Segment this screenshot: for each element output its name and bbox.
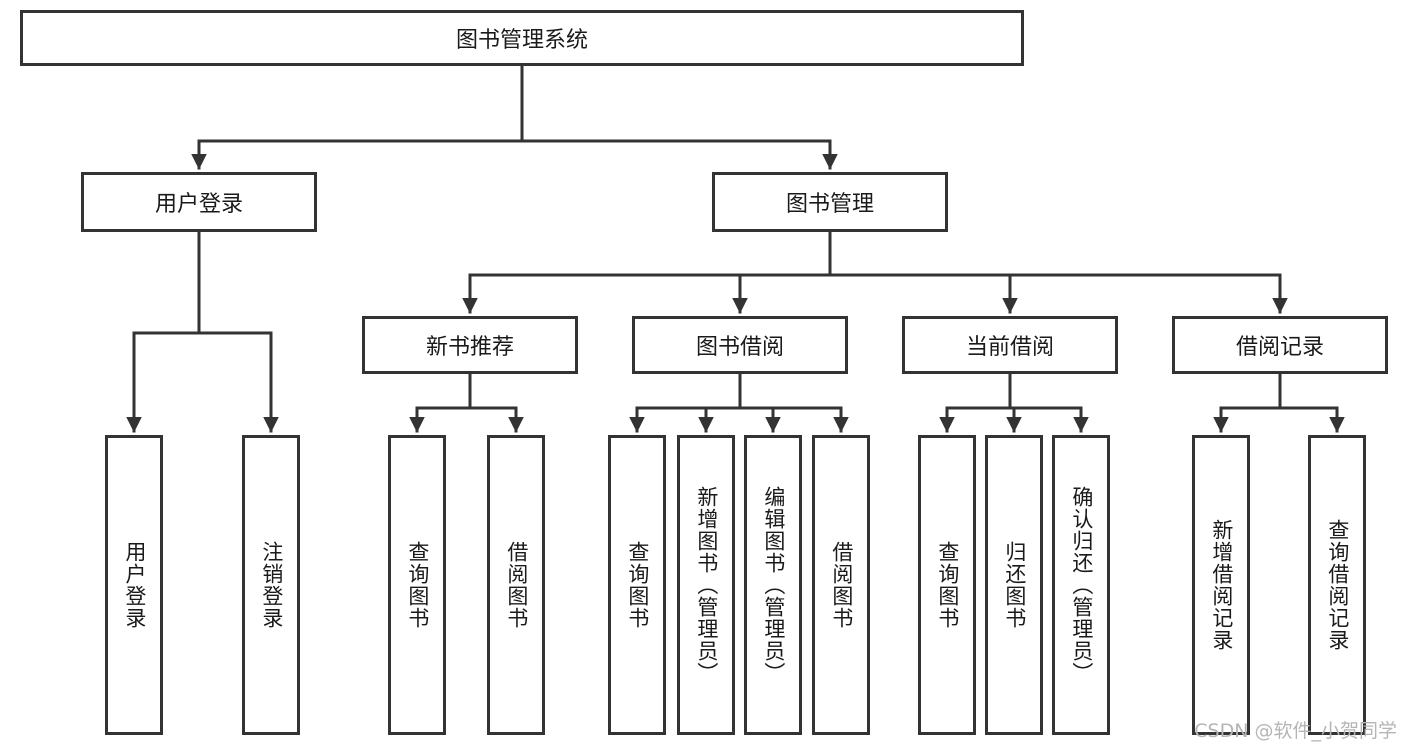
leaf-label: 归还图书 [1002, 541, 1027, 629]
node-leaf-borrow-book[interactable]: 借阅图书 [812, 435, 870, 735]
node-leaf-query-book-recommend[interactable]: 查询图书 [388, 435, 446, 735]
node-leaf-logout[interactable]: 注销登录 [242, 435, 300, 735]
connector-bookmanage-to-level3 [462, 230, 1288, 314]
node-borrow-record[interactable]: 借阅记录 [1172, 316, 1388, 374]
connector-newbook-to-leaves [409, 372, 524, 433]
connector-bookborrow-to-leaves [629, 372, 849, 433]
node-new-book-recommend[interactable]: 新书推荐 [362, 316, 578, 374]
leaf-label: 查询借阅记录 [1325, 519, 1350, 651]
node-leaf-query-borrow-record[interactable]: 查询借阅记录 [1308, 435, 1366, 735]
leaf-label: 查询图书 [405, 541, 430, 629]
leaf-label: 查询图书 [935, 541, 960, 629]
node-leaf-return-book[interactable]: 归还图书 [985, 435, 1043, 735]
node-leaf-query-book-borrow[interactable]: 查询图书 [608, 435, 666, 735]
node-leaf-borrow-book-recommend[interactable]: 借阅图书 [487, 435, 545, 735]
node-leaf-add-borrow-record[interactable]: 新增借阅记录 [1192, 435, 1250, 735]
node-root-book-management-system[interactable]: 图书管理系统 [20, 10, 1024, 66]
connector-root-to-level2 [191, 64, 838, 170]
node-book-borrow[interactable]: 图书借阅 [632, 316, 848, 374]
node-leaf-add-book-admin[interactable]: 新增图书（管理员） [677, 435, 735, 735]
node-leaf-user-login[interactable]: 用户登录 [105, 435, 163, 735]
node-current-borrow[interactable]: 当前借阅 [902, 316, 1118, 374]
leaf-label: 编辑图书（管理员） [761, 486, 786, 684]
connector-borrowrecord-to-leaves [1213, 372, 1345, 433]
node-leaf-query-book-current[interactable]: 查询图书 [918, 435, 976, 735]
connector-userlogin-to-leaves [126, 230, 279, 433]
node-user-login[interactable]: 用户登录 [81, 172, 317, 232]
node-leaf-edit-book-admin[interactable]: 编辑图书（管理员） [744, 435, 802, 735]
node-book-management[interactable]: 图书管理 [712, 172, 948, 232]
leaf-label: 借阅图书 [829, 541, 854, 629]
leaf-label: 查询图书 [625, 541, 650, 629]
leaf-label: 确认归还（管理员） [1069, 486, 1094, 684]
leaf-label: 新增借阅记录 [1209, 519, 1234, 651]
node-leaf-confirm-return-admin[interactable]: 确认归还（管理员） [1052, 435, 1110, 735]
leaf-label: 用户登录 [122, 541, 147, 629]
connector-currentborrow-to-leaves [939, 372, 1089, 433]
leaf-label: 新增图书（管理员） [694, 486, 719, 684]
leaf-label: 注销登录 [259, 541, 284, 629]
leaf-label: 借阅图书 [504, 541, 529, 629]
